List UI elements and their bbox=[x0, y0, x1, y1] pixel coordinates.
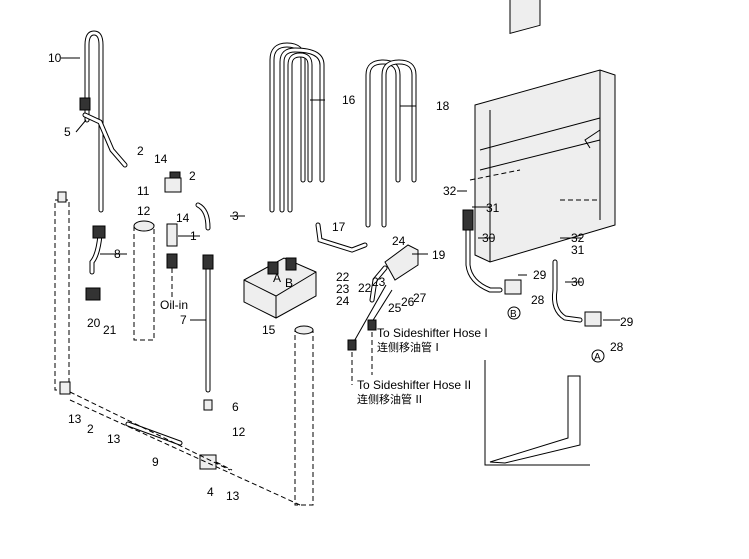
callout-2: 2 bbox=[189, 169, 196, 183]
callout-15: 15 bbox=[262, 323, 276, 337]
reference-a: A bbox=[594, 352, 601, 363]
callout-29: 29 bbox=[533, 268, 547, 282]
callout-19: 19 bbox=[432, 248, 446, 262]
fork-carriage bbox=[474, 0, 616, 263]
hose-loop-16 bbox=[269, 42, 325, 213]
sideshifter-hose-1-label-cn: 连侧移油管 I bbox=[377, 340, 439, 354]
hose-30-upper bbox=[462, 209, 503, 293]
lift-cylinder-middle bbox=[133, 220, 155, 341]
callout-12: 12 bbox=[232, 425, 246, 439]
callout-26: 26 bbox=[401, 295, 415, 309]
callout-25: 25 bbox=[388, 301, 402, 315]
callout-5: 5 bbox=[64, 125, 71, 139]
lift-cylinder-left bbox=[54, 191, 71, 395]
callout-11: 11 bbox=[137, 184, 150, 198]
callout-13: 13 bbox=[107, 432, 121, 446]
manifold-19 bbox=[369, 244, 419, 303]
callout-31: 31 bbox=[486, 201, 500, 215]
callout-32: 32 bbox=[443, 184, 457, 198]
sideshifter-hose-2-label: To Sideshifter Hose II bbox=[357, 378, 471, 392]
leader-lines bbox=[61, 57, 620, 321]
reference-circle-b bbox=[507, 306, 521, 320]
callout-22: 22 bbox=[358, 281, 372, 295]
hose-30-lower bbox=[552, 259, 583, 323]
callout-28: 28 bbox=[610, 340, 624, 354]
hose-loop-18 bbox=[365, 59, 417, 228]
callout-23: 23 bbox=[372, 275, 386, 289]
callout-22: 22 bbox=[336, 270, 350, 284]
callout-24: 24 bbox=[336, 294, 350, 308]
callout-4: 4 bbox=[207, 485, 214, 499]
callout-9: 9 bbox=[152, 455, 159, 469]
reference-b: B bbox=[510, 309, 517, 320]
callout-17: 17 bbox=[332, 220, 346, 234]
hose-7 bbox=[195, 202, 214, 411]
callout-16: 16 bbox=[342, 93, 356, 107]
sideshifter-hoses bbox=[347, 284, 393, 385]
callout-14: 14 bbox=[154, 152, 168, 166]
callout-21: 21 bbox=[103, 323, 117, 337]
callout-13: 13 bbox=[226, 489, 240, 503]
fitting-29-lower bbox=[584, 311, 602, 327]
callout-2: 2 bbox=[137, 144, 144, 158]
callout-29: 29 bbox=[620, 315, 634, 329]
sideshifter-hose-2-label-cn: 连侧移油管 II bbox=[357, 392, 422, 406]
fitting-29-upper bbox=[504, 279, 522, 295]
oil-in-label: Oil-in bbox=[160, 298, 188, 312]
hose-9 bbox=[125, 421, 183, 446]
callout-28: 28 bbox=[531, 293, 545, 307]
callout-20: 20 bbox=[87, 316, 101, 330]
callout-31: 31 bbox=[571, 243, 585, 257]
reference-circle-a bbox=[591, 349, 605, 363]
callout-12: 12 bbox=[137, 204, 151, 218]
sideshifter-hose-1-label: To Sideshifter Hose I bbox=[377, 326, 488, 340]
callout-13: 13 bbox=[68, 412, 82, 426]
tube-17 bbox=[315, 222, 368, 253]
callout-14: 14 bbox=[176, 211, 190, 225]
callout-10: 10 bbox=[48, 51, 62, 65]
callout-27: 27 bbox=[413, 291, 427, 305]
callout-7: 7 bbox=[180, 313, 187, 327]
tube-5 bbox=[79, 97, 128, 168]
fitting-8 bbox=[85, 225, 106, 301]
valve-port-b: B bbox=[285, 276, 293, 290]
callout-2: 2 bbox=[87, 422, 94, 436]
callout-24: 24 bbox=[392, 234, 406, 248]
filter-1 bbox=[166, 223, 178, 300]
lift-cylinder-right bbox=[294, 325, 314, 506]
callout-18: 18 bbox=[436, 99, 450, 113]
callout-6: 6 bbox=[232, 400, 239, 414]
callout-23: 23 bbox=[336, 282, 350, 296]
hose-loop-10 bbox=[84, 30, 104, 213]
valve-11 bbox=[164, 171, 182, 193]
valve-port-a: A bbox=[273, 271, 281, 285]
control-valve-block-15 bbox=[243, 257, 317, 319]
fork bbox=[484, 360, 590, 466]
